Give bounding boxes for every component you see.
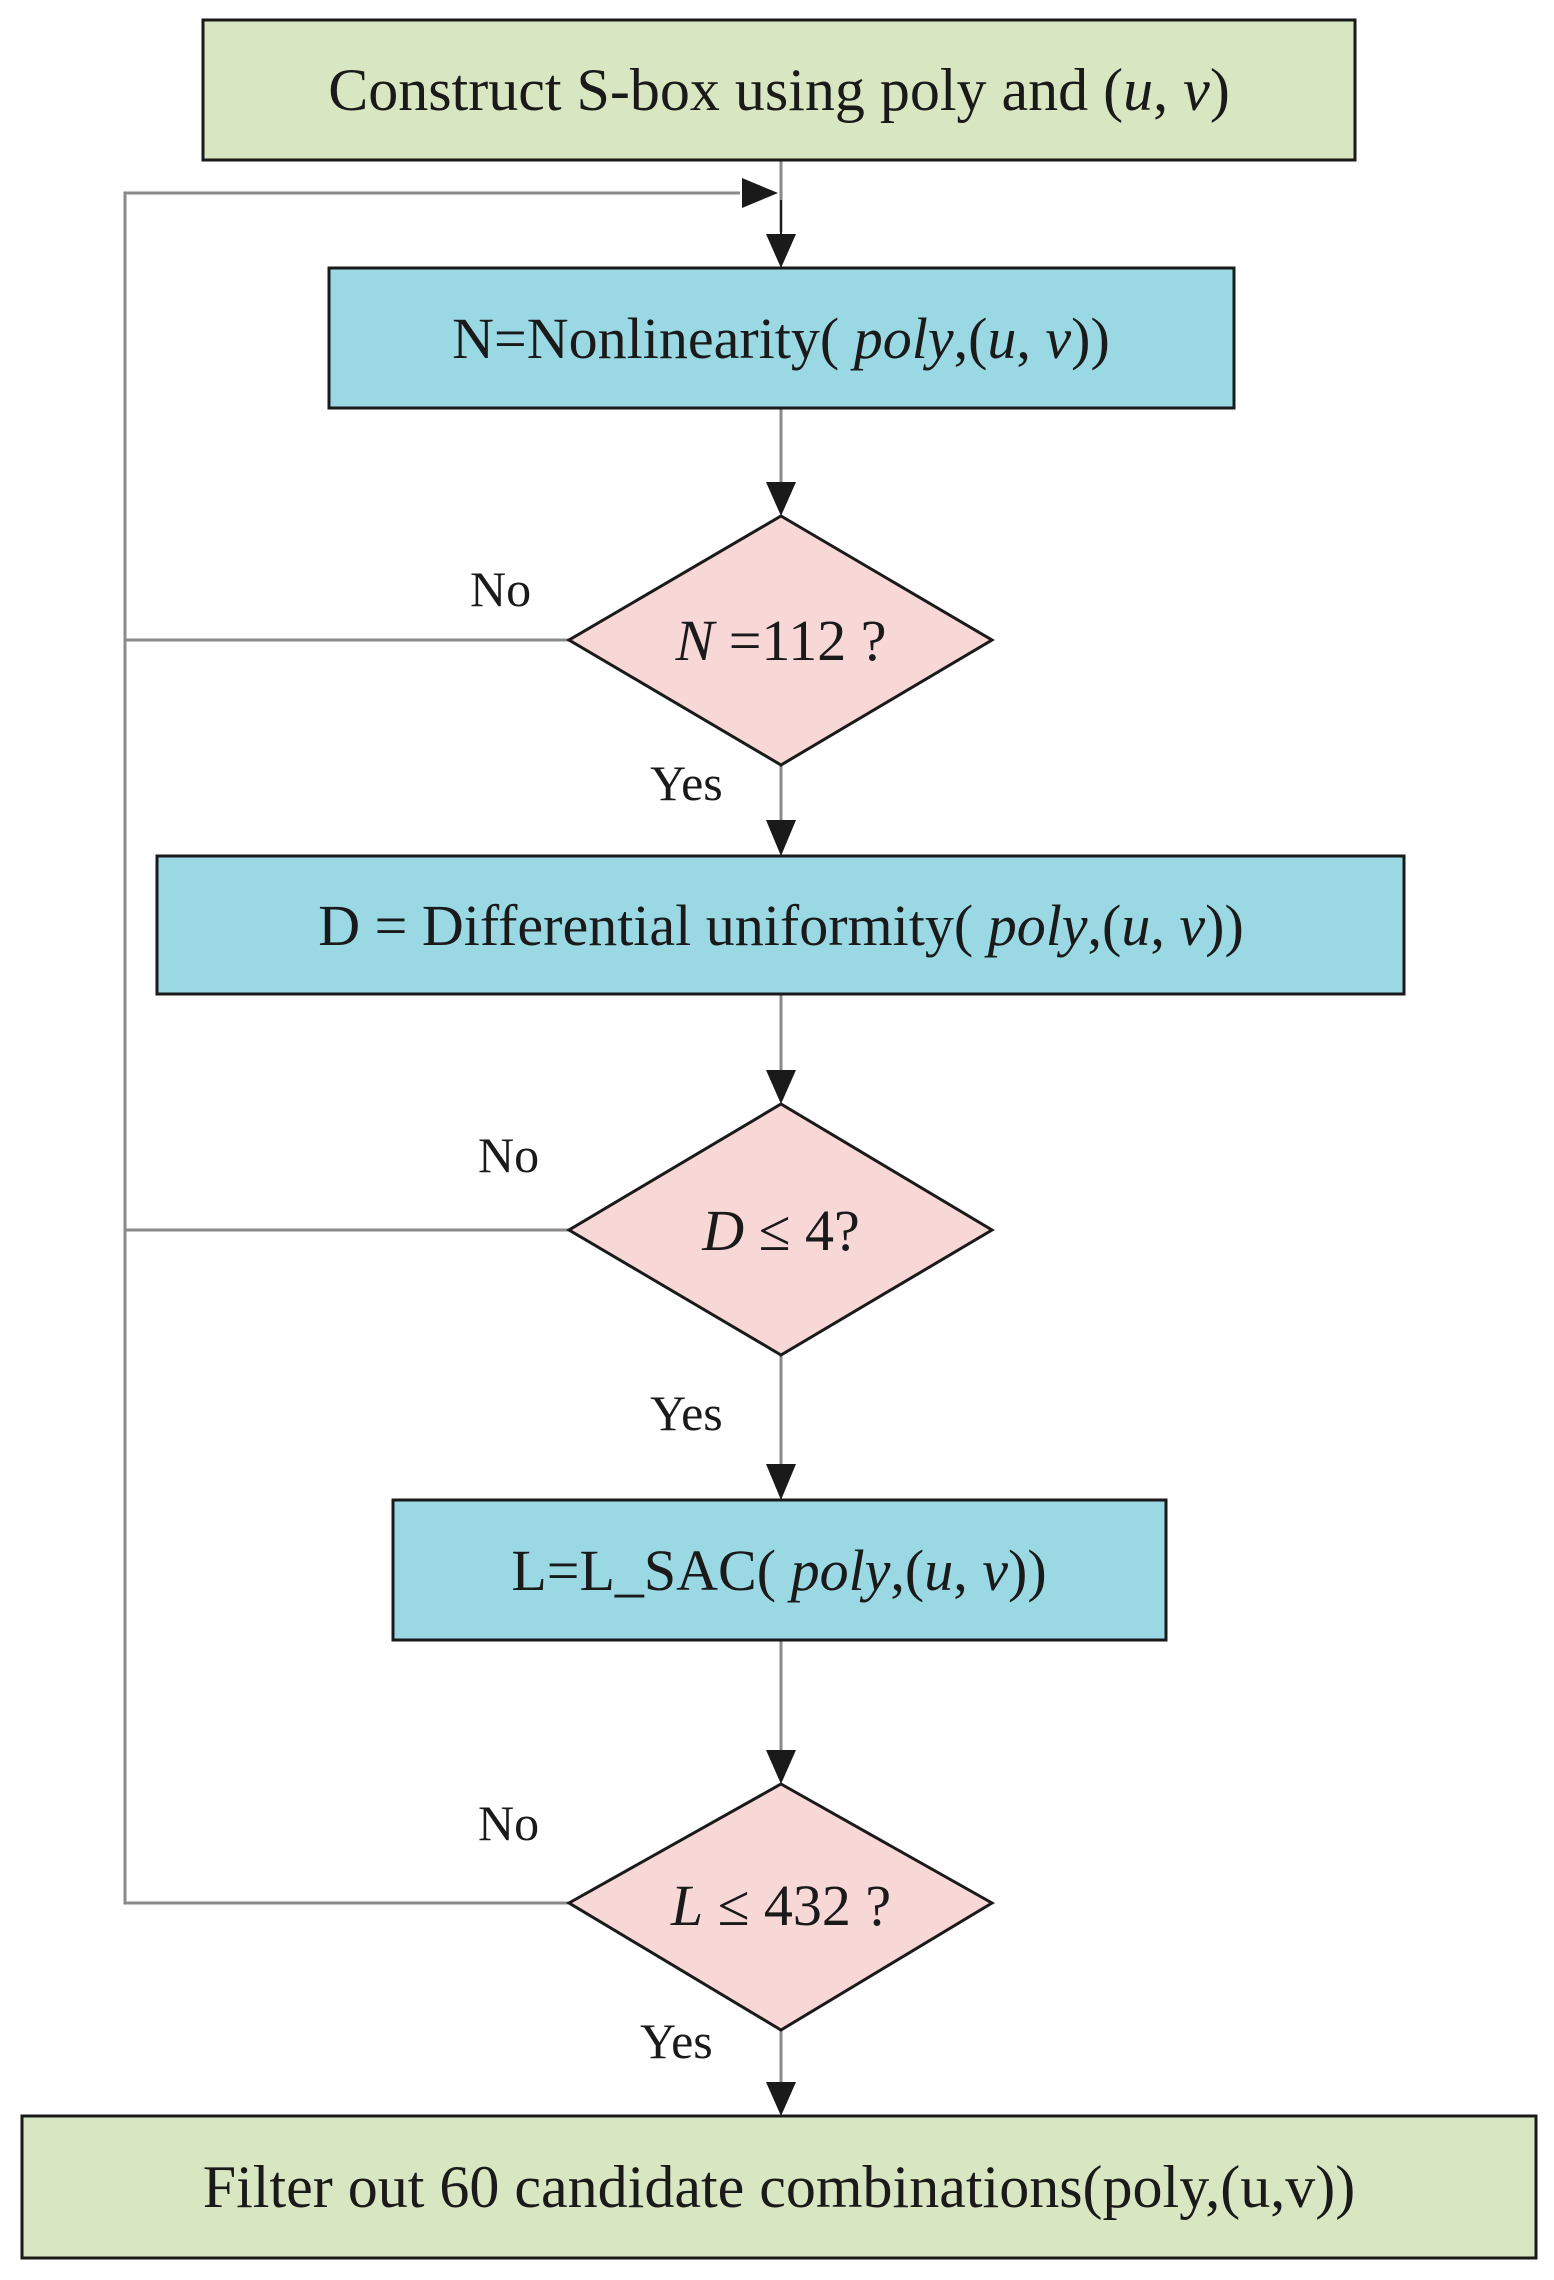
diff-uniformity-label-part-5: v xyxy=(1179,893,1205,958)
start-label-part-1: u xyxy=(1123,57,1153,123)
lsac-label-part-6: )) xyxy=(1008,1538,1047,1603)
yes-label-3: Yes xyxy=(640,2013,713,2069)
check-d-label: D ≤ 4? xyxy=(701,1198,859,1263)
end-label: Filter out 60 candidate combinations(pol… xyxy=(203,2154,1356,2220)
arrowhead-diff xyxy=(766,820,796,856)
nonlinearity-label-part-2: ,( xyxy=(954,306,988,371)
node-diff-uniformity: D = Differential uniformity( poly,(u, v)… xyxy=(155,854,1406,996)
node-check-l: L ≤ 432 ? xyxy=(566,1782,995,2032)
check-n-label-part-1: =112 ? xyxy=(714,608,886,673)
diff-uniformity-label-part-2: ,( xyxy=(1088,893,1122,958)
nonlinearity-box xyxy=(327,266,1236,410)
node-end: Filter out 60 candidate combinations(pol… xyxy=(20,2114,1538,2260)
no-label-3: No xyxy=(478,1795,539,1851)
lsac-box xyxy=(391,1498,1168,1642)
nonlinearity-label-part-4: , xyxy=(1016,306,1045,371)
lsac-label: L=L_SAC( poly,(u, v)) xyxy=(511,1538,1046,1603)
diff-uniformity-label: D = Differential uniformity( poly,(u, v)… xyxy=(318,893,1244,958)
nonlinearity-label-part-6: )) xyxy=(1071,306,1110,371)
start-label-part-3: v xyxy=(1183,57,1210,123)
lsac-label-part-0: L=L_SAC( xyxy=(511,1538,790,1603)
yes-label-2: Yes xyxy=(650,1385,723,1441)
start-label-part-0: Construct S-box using poly and ( xyxy=(328,57,1123,123)
node-check-d: D ≤ 4? xyxy=(566,1102,995,1357)
arrowhead-end xyxy=(766,2082,796,2116)
yes-label-1: Yes xyxy=(650,755,723,811)
node-nonlinearity: N=Nonlinearity( poly,(u, v)) xyxy=(327,266,1236,410)
end-label-part-0: Filter out 60 candidate combinations(pol… xyxy=(203,2154,1356,2220)
start-label-part-2: , xyxy=(1153,57,1183,123)
check-n-label: N =112 ? xyxy=(675,608,887,673)
check-l-diamond xyxy=(566,1782,995,2032)
lsac-label-part-1: poly xyxy=(787,1538,891,1603)
diff-uniformity-label-part-4: , xyxy=(1150,893,1179,958)
diff-uniformity-box xyxy=(155,854,1406,996)
start-label: Construct S-box using poly and (u, v) xyxy=(328,57,1230,123)
nonlinearity-label-part-5: v xyxy=(1045,306,1071,371)
check-l-label-part-1: ≤ 432 ? xyxy=(703,1873,891,1938)
nonlinearity-label-part-3: u xyxy=(987,306,1016,371)
arrowhead-lsac xyxy=(766,1464,796,1500)
check-n-label-part-0: N xyxy=(675,608,718,673)
check-d-label-part-1: ≤ 4? xyxy=(744,1198,860,1263)
arrowhead-check-n xyxy=(766,482,796,516)
node-check-n: N =112 ? xyxy=(566,514,995,767)
nonlinearity-label-part-1: poly xyxy=(850,306,954,371)
diff-uniformity-label-part-3: u xyxy=(1121,893,1150,958)
arrowhead-feedback xyxy=(742,178,778,208)
connectors xyxy=(123,160,796,2116)
arrowhead-check-d xyxy=(766,1070,796,1104)
check-d-diamond xyxy=(566,1102,995,1357)
feedback-loop-line xyxy=(123,191,740,1905)
check-l-label-part-0: L xyxy=(670,1873,703,1938)
arrowhead-check-l xyxy=(766,1750,796,1784)
node-lsac: L=L_SAC( poly,(u, v)) xyxy=(391,1498,1168,1642)
no-label-2: No xyxy=(478,1127,539,1183)
check-n-diamond xyxy=(566,514,995,767)
lsac-label-part-4: , xyxy=(953,1538,982,1603)
diff-uniformity-label-part-6: )) xyxy=(1205,893,1244,958)
check-d-label-part-0: D xyxy=(701,1198,744,1263)
end-box xyxy=(20,2114,1538,2260)
start-label-part-4: ) xyxy=(1210,57,1230,123)
lsac-label-part-5: v xyxy=(982,1538,1008,1603)
arrowhead-nonlinearity xyxy=(766,234,796,268)
nonlinearity-label: N=Nonlinearity( poly,(u, v)) xyxy=(452,306,1110,371)
start-box xyxy=(201,18,1357,162)
check-l-label: L ≤ 432 ? xyxy=(670,1873,891,1938)
nonlinearity-label-part-0: N=Nonlinearity( xyxy=(452,306,854,371)
lsac-label-part-3: u xyxy=(924,1538,953,1603)
node-start: Construct S-box using poly and (u, v) xyxy=(201,18,1357,162)
diff-uniformity-label-part-0: D = Differential uniformity( xyxy=(318,893,987,958)
no-label-1: No xyxy=(470,561,531,617)
diff-uniformity-label-part-1: poly xyxy=(984,893,1088,958)
lsac-label-part-2: ,( xyxy=(890,1538,924,1603)
